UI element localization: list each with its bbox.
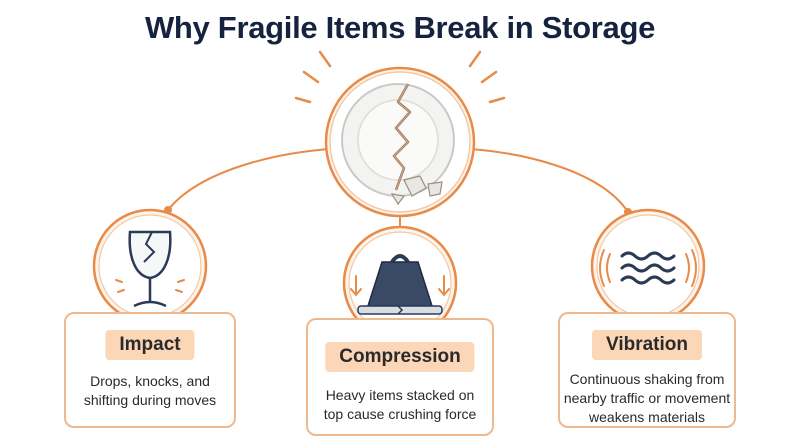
cause-label-vibration: Vibration	[592, 330, 702, 360]
page-title: Why Fragile Items Break in Storage	[144, 10, 656, 45]
cause-description-vibration: Continuous shaking from nearby traffic o…	[560, 370, 734, 427]
description-line: Drops, knocks, and	[90, 373, 210, 389]
broken-plate-icon	[294, 50, 506, 218]
cause-label-compression: Compression	[325, 342, 475, 372]
cause-card-vibration: Vibration Continuous shaking from nearby…	[558, 312, 736, 428]
description-line: nearby traffic or movement	[563, 390, 731, 406]
cause-card-impact: Impact Drops, knocks, and shifting durin…	[64, 312, 236, 428]
description-line: shifting during moves	[83, 392, 217, 408]
description-line: top cause crushing force	[323, 406, 477, 422]
cause-card-compression: Compression Heavy items stacked on top c…	[306, 318, 494, 436]
description-line: Continuous shaking from	[569, 371, 725, 387]
cause-description-compression: Heavy items stacked on top cause crushin…	[308, 386, 492, 424]
cause-label-impact: Impact	[105, 330, 195, 360]
broken-wine-glass-icon	[92, 208, 208, 324]
connector-left	[167, 147, 351, 211]
kg-weight-icon	[342, 225, 458, 341]
cause-description-impact: Drops, knocks, and shifting during moves	[66, 372, 234, 410]
connector-right	[449, 147, 629, 213]
description-line: weakens materials	[589, 409, 705, 425]
vibration-waves-icon	[590, 208, 706, 324]
description-line: Heavy items stacked on	[325, 387, 475, 403]
